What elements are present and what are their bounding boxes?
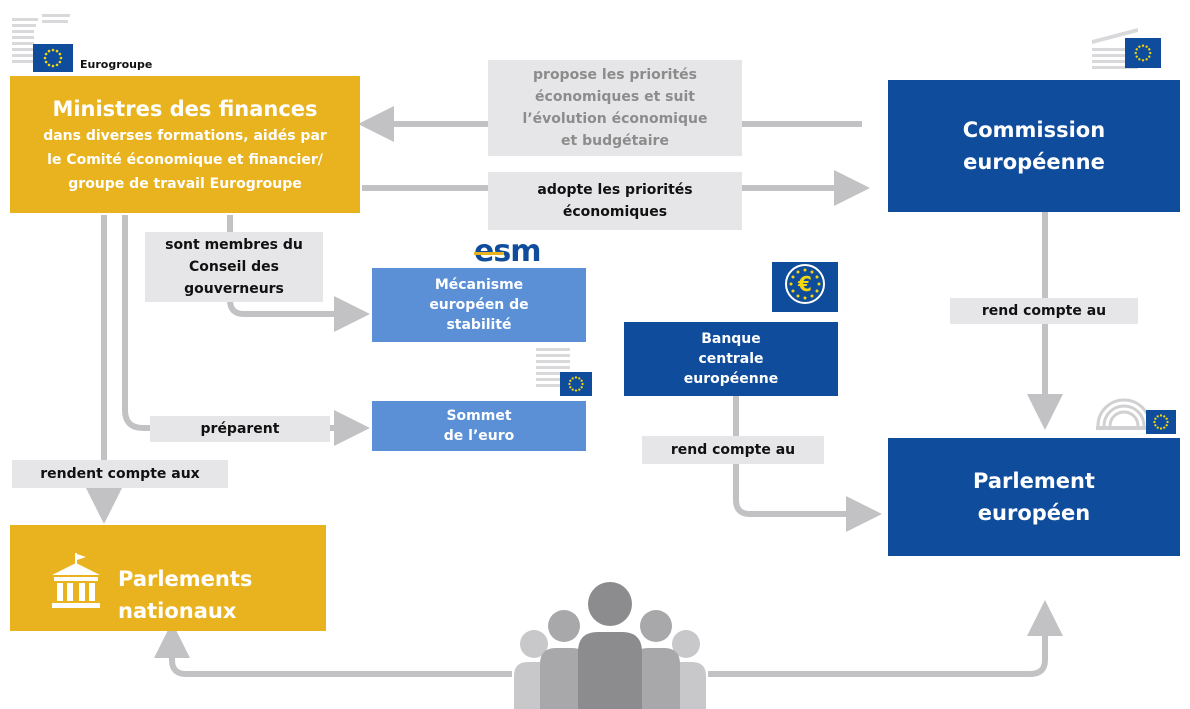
summit-line: Sommet — [446, 408, 512, 424]
esm-logo-text: esm — [474, 234, 541, 269]
label-membres: sont membres du Conseil des gouverneurs — [145, 232, 323, 302]
ecb-box: Banque centrale européenne — [624, 322, 838, 396]
eu-flag-icon — [33, 44, 73, 72]
arrow-citizens-parliament — [708, 600, 1063, 677]
ecb-line: européenne — [683, 371, 779, 387]
eurogroup-line: dans diverses formations, aidés par — [43, 127, 327, 144]
summit-line: de l’euro — [443, 428, 515, 444]
label-preparent: préparent — [150, 416, 330, 442]
national-parliaments-box: Parlements nationaux — [10, 525, 326, 631]
esm-line: stabilité — [446, 317, 512, 333]
eurogroup-title: Ministres des finances — [52, 96, 318, 121]
hemicycle-icon — [1096, 398, 1152, 430]
commission-line: européenne — [963, 150, 1105, 174]
label-adopte: adopte les priorités économiques — [488, 172, 742, 230]
eu-flag-icon — [1146, 410, 1176, 434]
ecb-line: centrale — [698, 351, 764, 367]
label-line: Conseil des — [188, 259, 279, 275]
arrow-rend-ecb — [733, 396, 882, 532]
eu-flag-icon — [560, 372, 592, 396]
label-line: sont membres du — [165, 237, 303, 253]
label-line: et budgétaire — [561, 133, 669, 149]
national-label: Parlements nationaux — [118, 563, 252, 627]
euro-coin-icon: € — [772, 262, 838, 312]
label-line: économiques et suit — [535, 89, 695, 105]
label-line: économiques — [562, 204, 668, 220]
building-icon — [52, 553, 100, 608]
esm-box: Mécanisme européen de stabilité — [372, 268, 586, 342]
label-rend-ecb: rend compte au — [642, 436, 824, 464]
ecb-line: Banque — [701, 331, 761, 347]
eurogroup-box: Ministres des finances dans diverses for… — [10, 76, 360, 213]
label-propose: propose les priorités économiques et sui… — [488, 60, 742, 156]
svg-text:€: € — [797, 272, 812, 296]
esm-line: européen de — [429, 297, 529, 313]
arrow-citizens-national — [154, 622, 512, 677]
esm-logo-icon: esm — [474, 236, 590, 268]
label-rendent: rendent compte aux — [12, 460, 228, 488]
arrow-preparent — [122, 215, 370, 446]
parliament-line: européen — [977, 501, 1091, 525]
esm-line: Mécanisme — [434, 277, 524, 293]
eu-flag-icon — [1125, 38, 1161, 68]
parliament-box: Parlement européen — [888, 438, 1180, 556]
parliament-line: Parlement — [973, 469, 1095, 493]
commission-box: Commission européenne — [888, 80, 1180, 212]
commission-building-icon — [1092, 28, 1138, 69]
eurogroup-line: groupe de travail Eurogroupe — [68, 175, 302, 192]
council-building-icon — [12, 14, 70, 63]
summit-box: Sommet de l’euro — [372, 401, 586, 451]
national-line: nationaux — [118, 599, 237, 623]
council-building-icon — [536, 348, 570, 387]
national-line: Parlements — [118, 567, 253, 591]
citizens-group-icon — [514, 582, 706, 709]
eurogroup-line: le Comité économique et financier/ — [47, 151, 323, 168]
eurogroup-tag: Eurogroupe — [80, 58, 153, 71]
commission-line: Commission — [962, 118, 1106, 142]
label-line: l’évolution économique — [522, 111, 708, 127]
label-line: gouverneurs — [184, 281, 284, 297]
label-rend-commission: rend compte au — [950, 298, 1138, 324]
label-line: propose les priorités — [533, 67, 697, 83]
label-line: adopte les priorités — [537, 182, 693, 198]
